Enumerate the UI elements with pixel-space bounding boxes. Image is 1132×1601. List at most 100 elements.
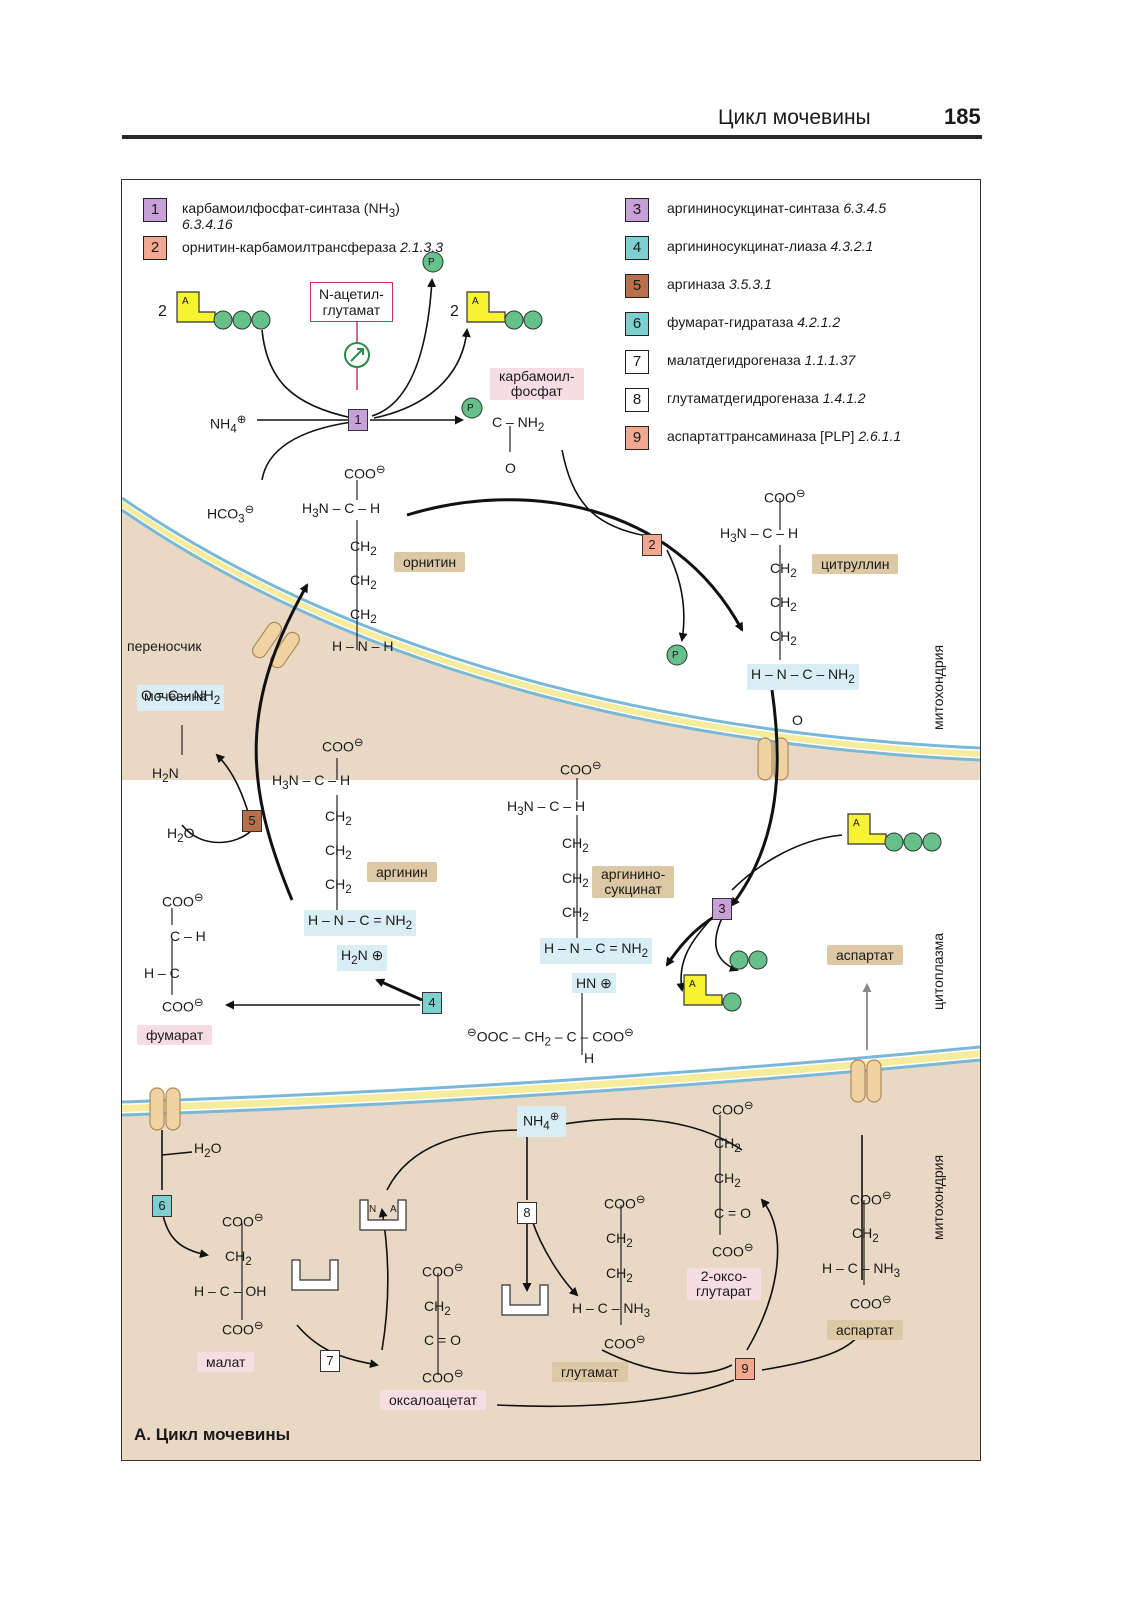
fumarate-label: фумарат bbox=[137, 1025, 213, 1045]
arginine-coo: COO⊖ bbox=[322, 736, 364, 755]
phosphate-label-carbamoyl: P bbox=[467, 403, 474, 414]
fumarate-coo-bottom: COO⊖ bbox=[162, 996, 204, 1015]
legend-entry-9: аспартаттрансаминаза [PLP] 2.6.1.1 bbox=[667, 428, 902, 444]
upper-mitochondrion bbox=[122, 180, 980, 755]
legend-entry-8: глутаматдегидрогеназа 1.4.1.2 bbox=[667, 390, 866, 406]
argsucc-succinyl: ⊖OOC – CH2 – C – COO⊖ bbox=[467, 1026, 634, 1049]
mito-matrix-top bbox=[122, 510, 980, 780]
phosphate-icon-top bbox=[422, 251, 444, 273]
mitochondria-label-top: митохондрия bbox=[930, 644, 946, 730]
adp-count-1: 2 bbox=[450, 303, 459, 320]
argsucc-coo: COO⊖ bbox=[560, 759, 602, 778]
aspartate-mito-label: аспартат bbox=[827, 1320, 903, 1340]
nad-icon-1 bbox=[359, 1199, 407, 1231]
enzyme-7-box: 7 bbox=[320, 1350, 340, 1372]
fumarate-coo-top: COO⊖ bbox=[162, 891, 204, 910]
atp-icon-1 bbox=[176, 291, 271, 330]
arginine-alpha: H3N – C – H bbox=[272, 772, 351, 792]
glutamate-formula: COO⊖ bbox=[604, 1193, 646, 1212]
enzyme-2-box: 2 bbox=[642, 534, 662, 556]
legend-entry-5: аргиназа 3.5.3.1 bbox=[667, 276, 772, 292]
adp-icon-1 bbox=[466, 291, 543, 330]
enzyme-6-box: 6 bbox=[152, 1195, 172, 1217]
atp-icon-3 bbox=[847, 813, 942, 852]
mitochondria-label-bottom: митохондрия bbox=[930, 1154, 946, 1240]
citrulline-urea-group: H – N – C – NH2 bbox=[747, 664, 859, 690]
legend-badge-3: 3 bbox=[625, 198, 649, 222]
nadh-icon-1 bbox=[291, 1259, 339, 1291]
legend-badge-4: 4 bbox=[625, 236, 649, 260]
enzyme-4-box: 4 bbox=[422, 992, 442, 1014]
header-rule bbox=[122, 135, 982, 139]
phosphate-icon-carbamoyl bbox=[461, 397, 483, 419]
carbamoyl-phosphate-label: карбамоил-фосфат bbox=[490, 368, 584, 400]
enzyme-8-box: 8 bbox=[517, 1202, 537, 1224]
enzyme-3-box: 3 bbox=[712, 898, 732, 920]
adenine-label-3: A bbox=[853, 818, 860, 829]
phosphate-icon-2 bbox=[666, 644, 688, 666]
enzyme-1-box: 1 bbox=[348, 409, 368, 431]
oxoglutarate-label: 2-оксо-глутарат bbox=[687, 1268, 761, 1300]
water-5: H2O bbox=[167, 825, 195, 845]
carbamoyl-formula: C – NH2 bbox=[492, 414, 545, 434]
legend-badge-9: 9 bbox=[625, 426, 649, 450]
carrier-ornithine bbox=[251, 621, 301, 669]
legend-entry-2: орнитин-карбамоилтрансфераза 2.1.3.3 bbox=[182, 239, 443, 255]
chapter-title: Цикл мочевины bbox=[718, 106, 871, 129]
legend-badge-2: 2 bbox=[143, 236, 167, 260]
carbamoyl-oxygen: O bbox=[505, 460, 516, 476]
carrier-aspartate bbox=[850, 1059, 882, 1103]
malate-formula: COO⊖ bbox=[222, 1211, 264, 1230]
amp-icon-3 bbox=[683, 974, 742, 1012]
glutamate-label: глутамат bbox=[552, 1362, 628, 1382]
arginine-label: аргинин bbox=[367, 862, 437, 882]
ammonium-formula: NH4⊕ bbox=[210, 413, 247, 436]
oxoglutarate-formula: COO⊖ bbox=[712, 1099, 754, 1118]
aspartate-formula: COO⊖ bbox=[850, 1189, 892, 1208]
legend-entry-1: карбамоилфосфат-синтаза (NH3) bbox=[182, 200, 400, 220]
enzyme-9-box: 9 bbox=[735, 1358, 755, 1380]
legend-badge-6: 6 bbox=[625, 312, 649, 336]
argsucc-guanidino: H – N – C = NH2 bbox=[540, 938, 653, 964]
citrulline-coo: COO⊖ bbox=[764, 487, 806, 506]
aspartate-cyto-label: аспартат bbox=[827, 945, 903, 965]
oxaloacetate-label: оксалоацетат bbox=[380, 1390, 487, 1410]
legend-badge-7: 7 bbox=[625, 350, 649, 374]
legend-badge-8: 8 bbox=[625, 388, 649, 412]
nad-label-a: A bbox=[390, 1204, 397, 1215]
urea-label: мочевина bbox=[144, 688, 207, 704]
legend-badge-5: 5 bbox=[625, 274, 649, 298]
atp-count-1: 2 bbox=[158, 303, 167, 320]
adenine-label-1: A bbox=[182, 296, 189, 307]
adenine-label-2: A bbox=[472, 296, 479, 307]
citrulline-label: цитруллин bbox=[812, 554, 899, 574]
nad-icon-8 bbox=[501, 1284, 549, 1316]
ornithine-alpha: H3N – C – H bbox=[302, 500, 381, 520]
argininosuccinate-label: аргинино-сукцинат bbox=[592, 866, 675, 898]
enzyme-5-box: 5 bbox=[242, 810, 262, 832]
carrier-label: переносчик bbox=[127, 638, 202, 654]
argsucc-alpha: H3N – C – H bbox=[507, 798, 586, 818]
legend-entry-7: малатдегидрогеназа 1.1.1.37 bbox=[667, 352, 856, 368]
arginine-guanidino: H – N – C = NH2 bbox=[304, 910, 417, 936]
legend-badge-1: 1 bbox=[143, 198, 167, 222]
urea-cycle-figure: 1 карбамоилфосфат-синтаза (NH3) 6.3.4.16… bbox=[121, 179, 981, 1461]
phosphate-label-top: P bbox=[428, 257, 435, 268]
ornithine-label: орнитин bbox=[394, 552, 466, 572]
adenine-label-4: A bbox=[689, 979, 696, 990]
malate-label: малат bbox=[197, 1352, 255, 1372]
oxaloacetate-formula: COO⊖ bbox=[422, 1261, 464, 1280]
page-number: 185 bbox=[944, 104, 981, 129]
legend-ec-1: 6.3.4.16 bbox=[182, 216, 233, 232]
nad-label-n: N bbox=[369, 1204, 377, 1215]
ammonium-8: NH4⊕ bbox=[517, 1106, 566, 1138]
water-6: H2O bbox=[194, 1140, 222, 1160]
cytoplasm-label: цитоплазма bbox=[930, 932, 946, 1010]
legend-entry-3: аргининосукцинат-синтаза 6.3.4.5 bbox=[667, 200, 887, 216]
bicarbonate-formula: HCO3⊖ bbox=[207, 503, 255, 526]
figure-caption: А. Цикл мочевины bbox=[134, 1425, 291, 1444]
citrulline-alpha: H3N – C – H bbox=[720, 525, 799, 545]
activator-box: N-ацетил-глутамат bbox=[310, 282, 393, 322]
carrier-fumarate bbox=[149, 1087, 181, 1131]
legend-entry-4: аргининосукцинат-лиаза 4.3.2.1 bbox=[667, 238, 874, 254]
